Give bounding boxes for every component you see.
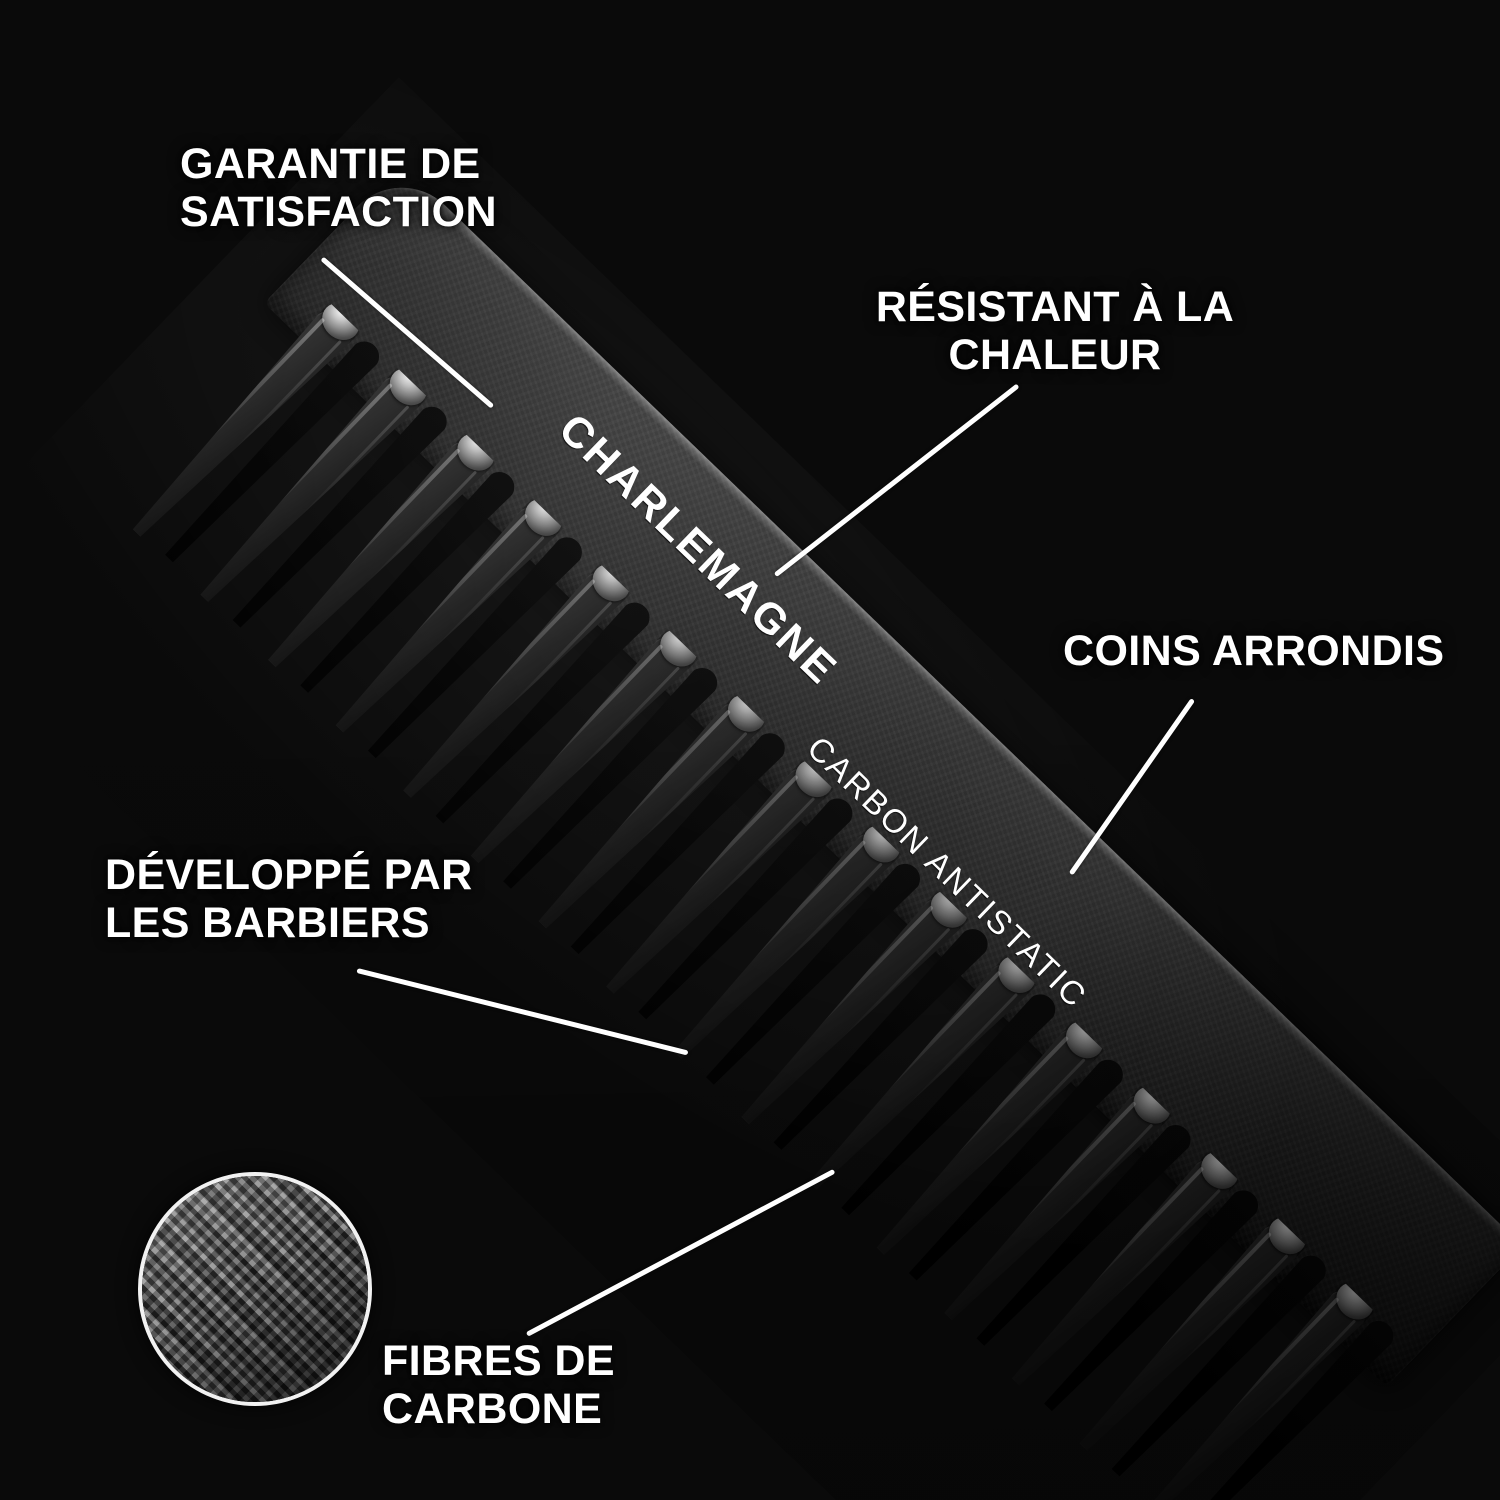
feature-label-rounded-corners: COINS ARRONDIS xyxy=(1063,627,1445,675)
feature-label-barber-developed: DÉVELOPPÉ PAR LES BARBIERS xyxy=(105,851,473,948)
feature-label-carbon-fibre: FIBRES DE CARBONE xyxy=(382,1337,615,1434)
carbon-fibre-swatch xyxy=(138,1172,372,1406)
leader-line-corners xyxy=(1068,698,1196,876)
comb-tooth-highlight-secondary xyxy=(1194,1319,1356,1487)
comb-tooth-slot xyxy=(1172,1315,1399,1500)
feature-label-heat-resistant: RÉSISTANT À LA CHALEUR xyxy=(875,283,1235,380)
carbon-weave-shading xyxy=(142,1176,368,1402)
feature-label-guarantee: GARANTIE DE SATISFACTION xyxy=(180,140,497,237)
leader-line-heat xyxy=(773,383,1020,578)
comb-tooth xyxy=(121,302,361,548)
